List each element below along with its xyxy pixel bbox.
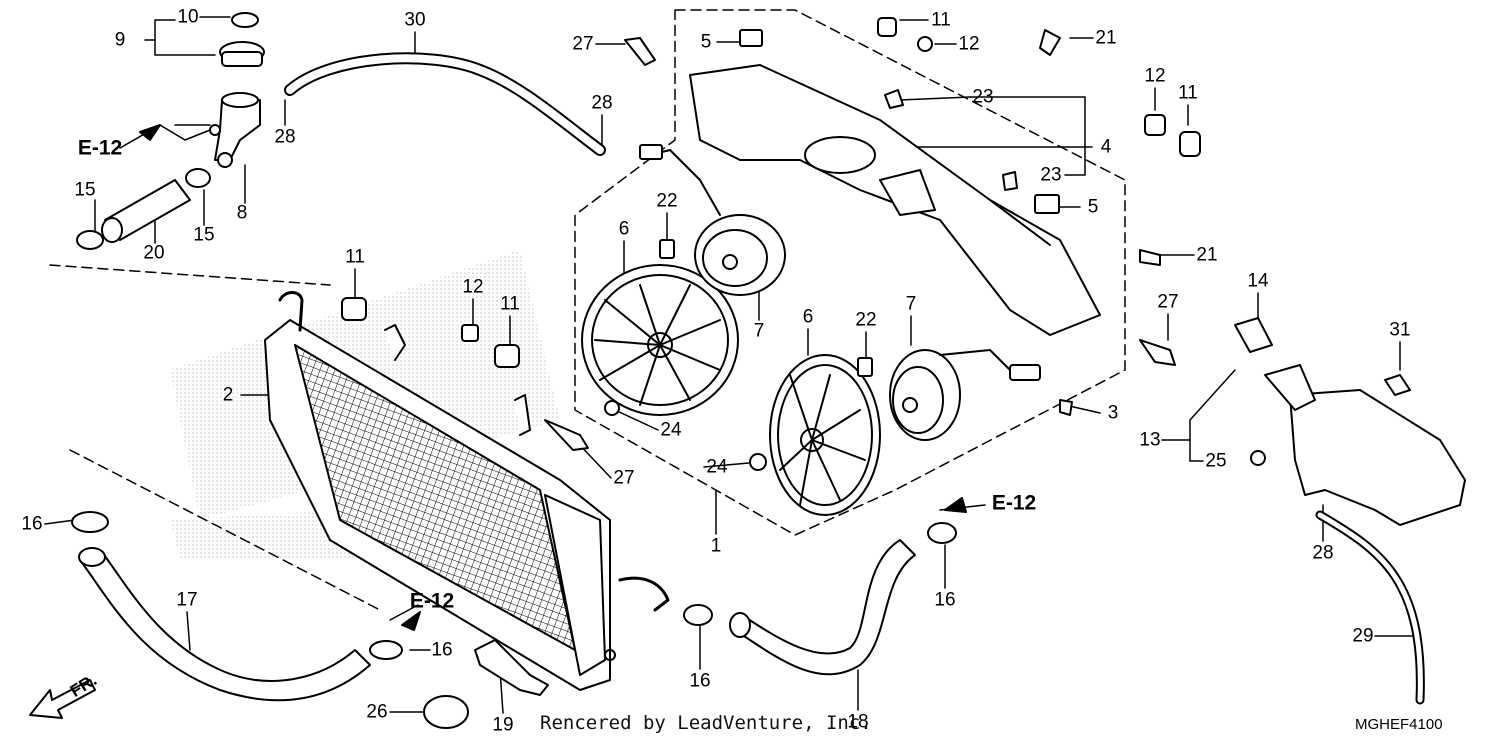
hose-18 [729,539,916,676]
reservoir-tank [1234,317,1466,526]
fan-1 [581,264,739,416]
callout-12: 12 [958,33,980,55]
callout-1: 1 [710,535,722,557]
fan-motor-1 [639,144,786,296]
hose-30 [284,52,606,156]
callout-7: 7 [753,320,765,342]
callout-16: 16 [689,670,711,692]
callout-13: 13 [1139,429,1161,451]
fan-motor-2 [889,349,1041,441]
callout-18: 18 [847,711,869,733]
callout-7: 7 [905,293,917,315]
hose-29 [1315,510,1425,705]
callout-27: 27 [613,467,635,489]
callout-2: 2 [222,384,234,406]
reference-e12: E-12 [409,589,455,613]
callout-25: 25 [1205,450,1227,472]
small-fasteners [341,17,1201,471]
callout-16: 16 [431,639,453,661]
fan-shroud [689,64,1101,336]
callout-15: 15 [193,224,215,246]
callout-26: 26 [366,701,388,723]
callout-8: 8 [236,202,248,224]
callout-5: 5 [1087,196,1099,218]
callout-3: 3 [1107,402,1119,424]
callout-11: 11 [931,9,951,31]
callout-21: 21 [1095,27,1117,49]
callout-10: 10 [177,6,199,28]
callout-22: 22 [656,190,678,212]
bracket-19 [474,639,549,696]
callout-23: 23 [1040,164,1062,186]
callout-24: 24 [706,456,728,478]
callout-27: 27 [572,33,594,55]
reference-e12: E-12 [77,136,123,160]
callout-20: 20 [143,242,165,264]
callout-31: 31 [1389,319,1411,341]
callout-19: 19 [492,714,514,736]
callout-6: 6 [802,306,814,328]
hose-clamps [71,511,957,729]
callout-15: 15 [74,179,96,201]
filler-neck [209,12,265,168]
hose-17 [78,547,371,702]
callout-12: 12 [1144,65,1166,87]
callout-23: 23 [972,86,994,108]
callout-11: 11 [500,293,520,315]
hose-20 [76,168,211,250]
drawing-code: MGHEF4100 [1355,716,1443,733]
reference-arrows [139,124,967,631]
callout-9: 9 [114,29,126,51]
callout-28: 28 [274,126,296,148]
callout-6: 6 [618,218,630,240]
callout-11: 11 [345,246,365,268]
callout-28: 28 [1312,542,1334,564]
callout-21: 21 [1196,244,1218,266]
assembly-outline-radiator [49,264,381,611]
callout-22: 22 [855,309,877,331]
callout-30: 30 [404,9,426,31]
credit-text: Rencered by LeadVenture, Inc. [540,712,872,734]
callout-16: 16 [21,513,43,535]
callout-28: 28 [591,92,613,114]
callout-27: 27 [1157,291,1179,313]
callout-5: 5 [700,31,712,53]
assembly-outline-fan [574,9,1126,536]
front-direction-arrow [29,679,96,719]
callout-29: 29 [1352,625,1374,647]
callout-12: 12 [462,276,484,298]
callout-16: 16 [934,589,956,611]
fan-2 [769,354,881,516]
callout-11: 11 [1178,82,1198,104]
radiator [264,291,670,691]
callout-17: 17 [176,589,198,611]
callout-24: 24 [660,419,682,441]
callout-4: 4 [1100,136,1112,158]
reference-e12: E-12 [991,491,1037,515]
callout-14: 14 [1247,270,1269,292]
